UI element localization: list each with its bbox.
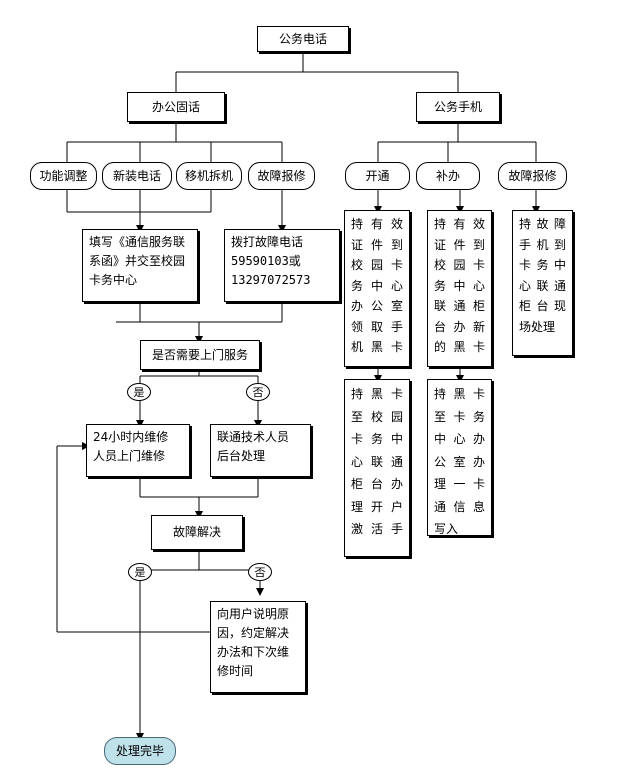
reissue-step1-box: 持有效 证件到 校园卡 务中心 联通柜 台办新 的黑卡 [427,210,492,367]
onsite-line-2: 人员上门维修 [93,449,166,463]
explain-line-3: 办法和下次维 [217,645,290,659]
mobilefault-line-5: 柜台现 [519,299,566,313]
onsite-repair-box: 24小时内维修 人员上门维修 [86,424,190,477]
reissue1-line-6: 台办新 [434,319,485,334]
mobilefault-line-6: 场处理 [519,319,556,334]
process-complete-terminal: 处理完毕 [104,737,176,765]
explain-line-4: 修时间 [217,664,254,678]
reissue1-line-7: 的黑卡 [434,340,485,354]
request-line-3: 卡务中心 [89,273,138,287]
reissue2-line-2: 至卡务 [434,409,485,424]
activate2-line-4: 心联通 [351,454,403,469]
activate2-line-7: 激活手 [351,522,403,536]
onsite-line-1: 24小时内维修 [93,430,169,444]
office-landline-node: 办公固话 [127,92,225,122]
root-node-official-phone: 公务电话 [257,26,349,52]
reissue2-line-3: 中心办 [434,432,485,446]
reissue-step2-box: 持黑卡 至卡务 中心办 公室办 理一卡 通信息 写入 [427,379,492,536]
activate2-line-6: 理开户 [351,499,403,514]
fault-phone-2: 13297072573 [231,273,311,287]
reissue1-line-1: 持有效 [434,217,485,231]
activate1-line-1: 持有效 [351,217,403,231]
activate1-line-7: 机黑卡 [351,340,403,354]
reissue2-line-4: 公室办 [434,454,485,469]
reissue2-line-1: 持黑卡 [434,387,485,401]
reissue2-line-6: 通信息 [434,499,485,514]
no-label-onsite: 否 [246,383,270,401]
request-line-1: 填写《通信服务联 [89,235,186,249]
need-onsite-decision: 是否需要上门服务 [140,340,260,370]
activate2-line-1: 持黑卡 [351,387,403,401]
option-fault-repair-office: 故障报修 [248,162,315,190]
mobilefault-line-4: 心联通 [519,278,566,293]
reissue2-line-5: 理一卡 [434,477,485,491]
explain-line-2: 因，约定解决 [217,626,290,640]
yes-label-resolved: 是 [128,563,152,581]
backend-line-2: 后台处理 [217,449,266,463]
option-relocate-remove: 移机拆机 [176,162,242,190]
request-form-box: 填写《通信服务联 系函》并交至校园 卡务中心 [82,229,198,302]
explain-to-user-box: 向用户说明原 因，约定解决 办法和下次维 修时间 [210,601,306,693]
fault-resolved-decision: 故障解决 [151,515,243,550]
backend-line-1: 联通技术人员 [217,430,290,444]
reissue1-line-5: 联通柜 [434,299,485,313]
official-mobile-node: 公务手机 [416,92,500,122]
mobilefault-line-2: 手机到 [519,237,566,252]
no-label-resolved: 否 [248,563,272,581]
activate1-line-6: 领取手 [351,319,403,334]
reissue2-line-7: 写入 [434,522,459,536]
activate-step2-box: 持黑卡 至校园 卡务中 心联通 柜台办 理开户 激活手 [344,379,410,557]
mobilefault-line-1: 持故障 [519,217,566,231]
backend-process-box: 联通技术人员 后台处理 [210,424,311,477]
mobile-fault-box: 持故障 手机到 卡务中 心联通 柜台现 场处理 [512,210,573,356]
activate-step1-box: 持有效 证件到 校园卡 务中心 办公室 领取手 机黑卡 [344,210,410,367]
mobilefault-line-3: 卡务中 [519,258,566,272]
activate2-line-5: 柜台办 [351,477,403,491]
reissue1-line-3: 校园卡 [434,258,485,272]
fault-phone-1: 59590103或 [231,254,301,268]
activate2-line-2: 至校园 [351,409,403,424]
option-activate: 开通 [345,162,410,190]
option-new-install: 新装电话 [102,162,172,190]
option-function-adjust: 功能调整 [30,162,97,190]
activate1-line-3: 校园卡 [351,258,403,272]
activate1-line-2: 证件到 [351,237,403,252]
fault-hotline-box: 拨打故障电话 59590103或 13297072573 [224,229,340,302]
request-line-2: 系函》并交至校园 [89,254,186,268]
reissue1-line-2: 证件到 [434,237,485,252]
activate1-line-5: 办公室 [351,299,403,313]
explain-line-1: 向用户说明原 [217,607,290,621]
activate1-line-4: 务中心 [351,278,403,293]
option-fault-repair-mobile: 故障报修 [498,162,567,190]
reissue1-line-4: 务中心 [434,278,485,293]
activate2-line-3: 卡务中 [351,432,403,446]
yes-label-onsite: 是 [127,383,151,401]
option-reissue: 补办 [416,162,480,190]
fault-line-1: 拨打故障电话 [231,235,304,249]
